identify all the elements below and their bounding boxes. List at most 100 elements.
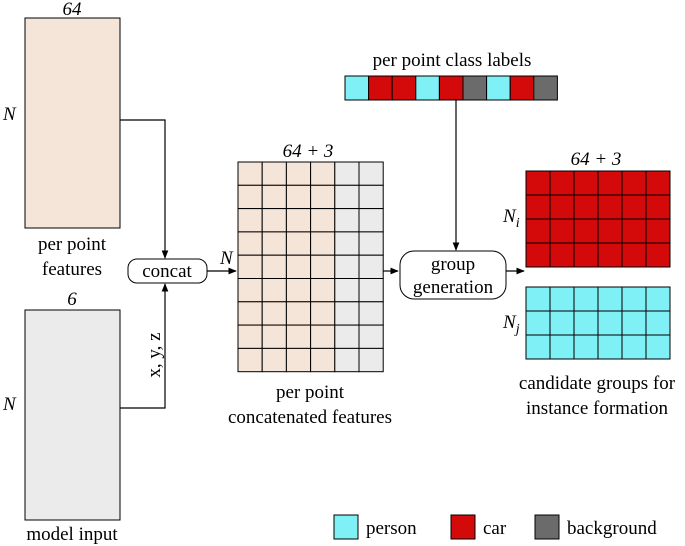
concat-grid-cell	[237, 161, 263, 186]
concat-grid-cell	[285, 231, 312, 256]
group-j-cell	[597, 310, 623, 336]
class-label-cells	[344, 75, 558, 101]
concat-grid-cell	[285, 324, 312, 349]
group-j-cell	[597, 286, 623, 312]
concat-grid-cell	[261, 347, 287, 373]
concat-grid-cell	[310, 184, 336, 210]
concat-grid-cell	[334, 278, 360, 303]
group-i-cell	[597, 218, 623, 244]
concat-grid-cell	[358, 161, 384, 186]
group-i-cell	[573, 218, 599, 244]
group-i-cell	[573, 170, 599, 196]
concat-grid-cell	[285, 254, 312, 279]
group-i-cell	[573, 194, 599, 220]
input-width-label: 6	[67, 289, 77, 310]
concat-grid-cell	[310, 324, 336, 349]
concat-grid-cell	[261, 184, 287, 210]
group-i: 64 + 3 Ni	[502, 149, 671, 268]
concat-grid-cell	[285, 184, 312, 210]
features-height-label: N	[2, 104, 17, 125]
concat-grid-cell	[237, 301, 263, 326]
concat-connectors	[120, 119, 237, 409]
concat-grid-cell	[334, 347, 360, 373]
group-i-cell	[549, 170, 575, 196]
group-j-cell	[525, 334, 551, 360]
concat-grid-cell	[334, 254, 360, 279]
group-i-cell	[621, 242, 647, 268]
concat-grid-caption-line1: per point	[276, 382, 345, 403]
class-labels: per point class labels	[344, 50, 558, 101]
group-j-cell	[573, 334, 599, 360]
group-j-cell	[645, 334, 671, 360]
group-j-cell	[549, 334, 575, 360]
concat-grid-cell	[358, 208, 384, 233]
features-rect	[24, 17, 121, 229]
concat-grid-cell	[334, 324, 360, 349]
group-i-cell	[621, 194, 647, 220]
concat-grid-cell	[358, 184, 384, 210]
concat-grid-cell	[358, 324, 384, 349]
concat-grid-cell	[310, 208, 336, 233]
group-i-cell	[645, 170, 671, 196]
groups-caption-line1: candidate groups for	[519, 373, 676, 394]
concat-grid-cell	[310, 161, 336, 186]
legend-label-person: person	[366, 518, 417, 539]
class-label-cell	[368, 75, 393, 101]
group-i-cell	[597, 194, 623, 220]
concat-grid-cell	[358, 301, 384, 326]
group-j: Nj	[502, 286, 671, 360]
class-label-cell	[391, 75, 417, 101]
group-j-cell	[549, 310, 575, 336]
group-j-cell	[573, 286, 599, 312]
group-i-cell	[597, 242, 623, 268]
legend-label-car: car	[483, 518, 507, 539]
group-connectors	[383, 99, 525, 275]
group-j-cell	[621, 310, 647, 336]
concat-box-outline	[127, 258, 208, 284]
group-j-cell	[525, 286, 551, 312]
concat-grid-cell	[261, 278, 287, 303]
input-rect	[24, 309, 121, 521]
input-block: 6 N model input	[2, 289, 121, 545]
group-j-cell	[645, 310, 671, 336]
legend-swatch-background	[534, 514, 560, 540]
class-labels-title: per point class labels	[373, 50, 532, 71]
input-height-label: N	[2, 394, 17, 415]
input-to-concat-arrow	[120, 283, 169, 409]
group-j-cell	[549, 286, 575, 312]
features-width-label: 64	[63, 0, 83, 20]
concat-grid-cell	[358, 278, 384, 303]
group-i-cell	[549, 218, 575, 244]
group-i-cell	[525, 170, 551, 196]
concat-grid-cell	[261, 208, 287, 233]
concat-grid-cell	[237, 208, 263, 233]
concat-grid-cell	[237, 347, 263, 373]
concat-grid-cell	[261, 254, 287, 279]
group-j-cell	[525, 310, 551, 336]
concat-grid-cell	[310, 301, 336, 326]
concat-box: concat	[127, 258, 208, 284]
input-caption: model input	[26, 524, 118, 545]
group-i-cell	[645, 242, 671, 268]
group-i-cell	[525, 194, 551, 220]
concat-grid-cells	[237, 161, 384, 373]
group-i-cell	[549, 194, 575, 220]
group-i-height-label: Ni	[502, 206, 520, 231]
concat-grid-cell	[310, 254, 336, 279]
concat-grid-cell	[310, 347, 336, 373]
concat-grid-cell	[334, 161, 360, 186]
group-generation-outline	[399, 250, 507, 300]
class-label-cell	[533, 75, 558, 101]
concat-grid-cell	[334, 208, 360, 233]
concat-grid-cell	[237, 278, 263, 303]
concat-grid-cell	[334, 301, 360, 326]
group-i-cell	[573, 242, 599, 268]
features-to-concat-arrow	[120, 119, 169, 259]
concat-grid-cell	[358, 231, 384, 256]
group-j-cell	[573, 310, 599, 336]
group-j-height-label: Nj	[502, 312, 520, 337]
concat-grid-height-label: N	[219, 248, 234, 269]
group-i-cells	[525, 170, 671, 268]
concat-grid-cell	[310, 278, 336, 303]
